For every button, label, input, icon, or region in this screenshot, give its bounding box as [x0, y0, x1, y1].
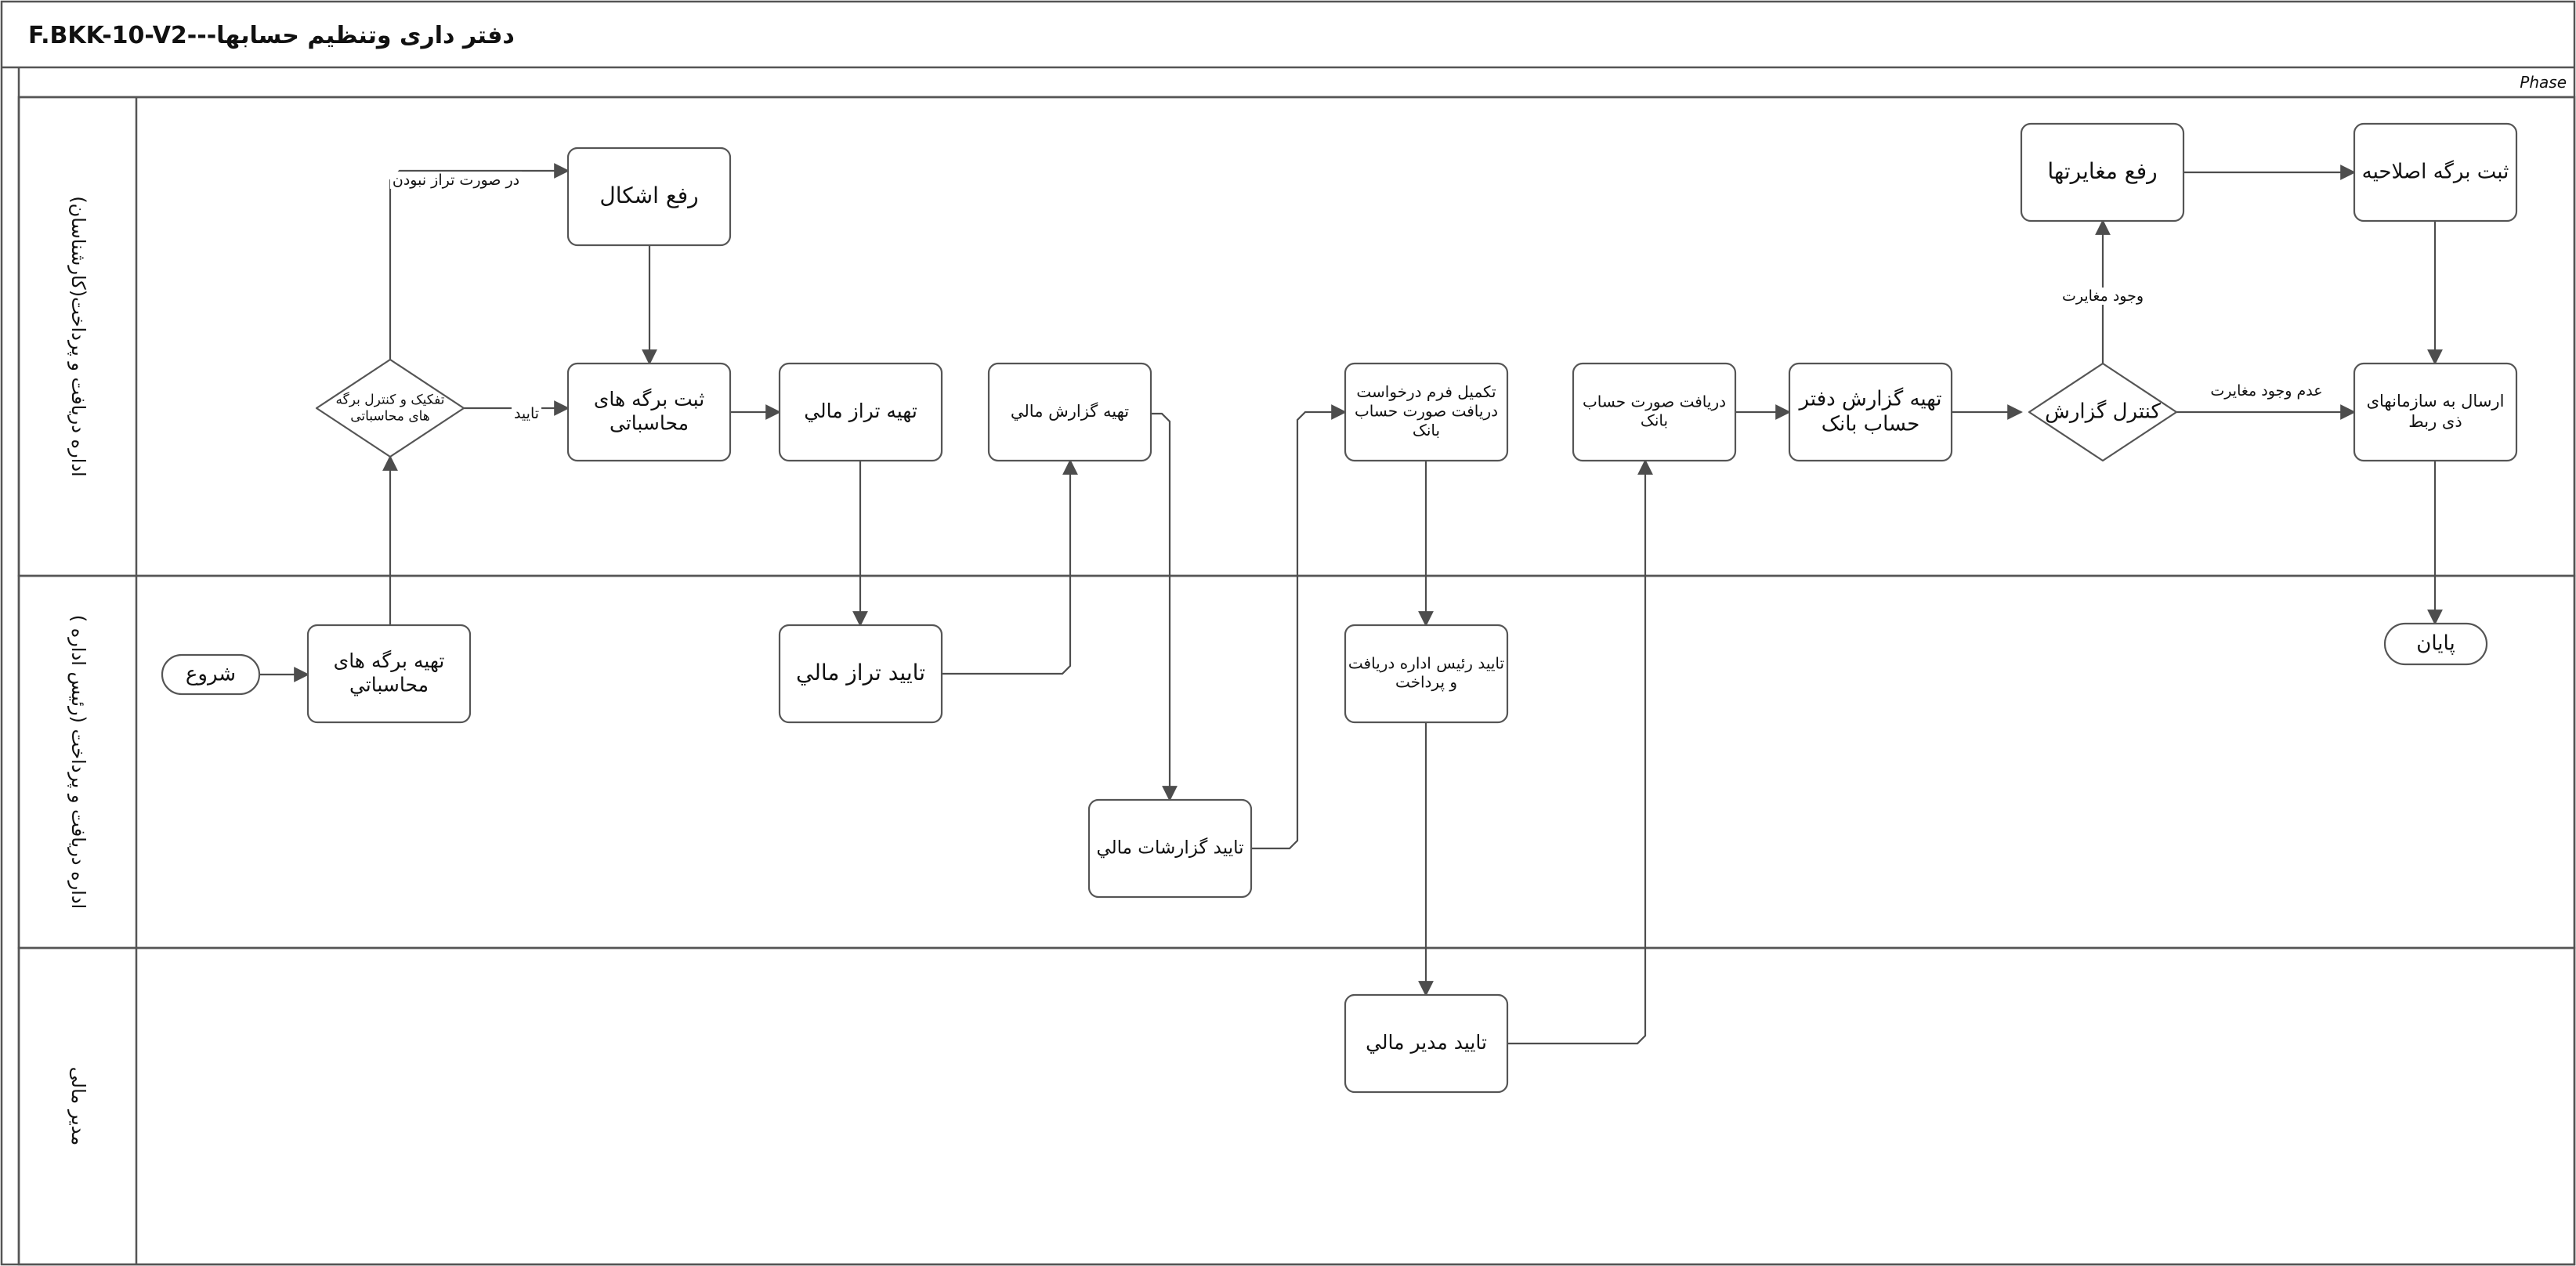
process-box: [2353, 362, 2518, 462]
process-box: [566, 146, 732, 247]
node-fix-issues[interactable]: رفع اشکال: [566, 146, 732, 247]
terminal-shape: [161, 653, 261, 696]
process-box: [566, 362, 732, 462]
process-box: [987, 362, 1152, 462]
node-label: رفع مغایرتها: [2047, 158, 2157, 184]
process-box: [1572, 362, 1737, 462]
swimlane-label: مدیر مالی: [67, 1067, 89, 1146]
node-label: تهیه گزارش مالي: [1011, 402, 1129, 421]
process-box: [778, 624, 943, 724]
node-label: بانک: [1413, 421, 1440, 439]
process-box: [1344, 362, 1509, 462]
node-end[interactable]: پایان: [2383, 622, 2488, 666]
connector-approve_balance-to-prep_fin_report: [942, 459, 1078, 675]
node-label: ذی ربط: [2408, 412, 2462, 431]
process-box: [306, 624, 472, 724]
node-label: حساب بانک: [1822, 412, 1920, 436]
node-label: دریافت صورت حساب: [1583, 392, 1726, 411]
swimlane-3: [17, 946, 2576, 1266]
phase-label: Phase: [2520, 73, 2567, 92]
node-approve-fin-reports[interactable]: تاييد گزارشات مالي: [1087, 798, 1253, 899]
node-label: ارسال به سازمانهای: [2367, 392, 2505, 411]
connector-label: تایید: [514, 405, 539, 422]
decision-diamond: [315, 358, 465, 458]
connector-label: در صورت تراز نبودن: [393, 172, 519, 189]
node-label: تایید تراز مالي: [796, 660, 925, 685]
node-start[interactable]: شروع: [161, 653, 261, 696]
swimlane-label: اداره دریافت و پرداخت(کارشناسان): [67, 196, 89, 476]
connector-label-bg: [511, 405, 542, 422]
connector-label-bg: [2059, 288, 2147, 305]
connector-approve_fin_reports-to-complete_form: [1251, 404, 1347, 850]
node-label: شروع: [186, 663, 236, 686]
process-box: [2353, 122, 2518, 222]
process-box: [2020, 122, 2185, 222]
node-prep-fin-report[interactable]: تهیه گزارش مالي: [987, 362, 1152, 462]
connector-prep_fin_report-to-approve_fin_reports: [1151, 412, 1178, 801]
connector-label: عدم وجود مغایرت: [2210, 382, 2322, 400]
node-label: و پرداخت: [1395, 673, 1457, 693]
node-approve-balance[interactable]: تایید تراز مالي: [778, 624, 943, 724]
diagram-title: F.BKK-10-V2---دفتر داری وتنظیم حسابها: [28, 22, 515, 49]
node-label: ثبت برگه های: [594, 388, 704, 411]
node-label: پایان: [2416, 632, 2455, 656]
connector-label-bg: [389, 172, 523, 189]
node-control-report[interactable]: کنترل گزارش: [2028, 362, 2178, 462]
process-box: [1344, 993, 1509, 1094]
node-label: تایید رئیس اداره دریافت: [1348, 653, 1504, 672]
node-label: تکمیل فرم درخواست: [1356, 382, 1496, 401]
connector-label: وجود مغایرت: [2062, 288, 2144, 305]
node-prep-balance[interactable]: تهیه تراز مالي: [778, 362, 943, 462]
process-box: [1788, 362, 1953, 462]
node-record-correction[interactable]: ثبت برگه اصلاحیه: [2353, 122, 2518, 222]
process-box: [1344, 624, 1509, 724]
node-label: های محاسباتی: [350, 408, 430, 424]
node-label: دریافت صورت حساب: [1355, 402, 1498, 421]
node-label: محاسباتی: [610, 411, 689, 434]
connector-approve_cfo-to-receive_statement: [1507, 459, 1653, 1045]
node-label: محاسباتي: [349, 673, 429, 696]
node-label: کنترل گزارش: [2045, 400, 2161, 424]
flow-connectors: در صورت تراز نبودن تایید وجود مغایرت عدم وج…: [259, 163, 2443, 1045]
connector-check_sheets-to-fix_issues: [389, 163, 570, 360]
node-label: تاييد گزارشات مالي: [1096, 837, 1243, 859]
terminal-shape: [2383, 622, 2488, 666]
connector-label-bg: [2208, 382, 2325, 400]
node-label: ثبت برگه اصلاحیه: [2362, 160, 2509, 184]
node-label: تاييد مدير مالي: [1366, 1031, 1487, 1054]
node-label: تهیه تراز مالي: [804, 400, 917, 423]
node-label: تفکیک و کنترل برگه: [336, 392, 445, 408]
node-resolve-discrepancy[interactable]: رفع مغایرتها: [2020, 122, 2185, 222]
node-label: تهیه برگه های: [334, 649, 445, 673]
process-box: [1087, 798, 1253, 899]
decision-diamond: [2028, 362, 2178, 462]
node-label: تهیه گزارش دفتر: [1798, 387, 1942, 411]
swimlane-label: اداره دریافت و پرداخت (رئیس اداره ): [67, 615, 89, 910]
node-label: رفع اشکال: [599, 183, 698, 208]
node-approve-cfo[interactable]: تاييد مدير مالي: [1344, 993, 1509, 1094]
process-box: [778, 362, 943, 462]
node-label: بانک: [1641, 411, 1668, 430]
